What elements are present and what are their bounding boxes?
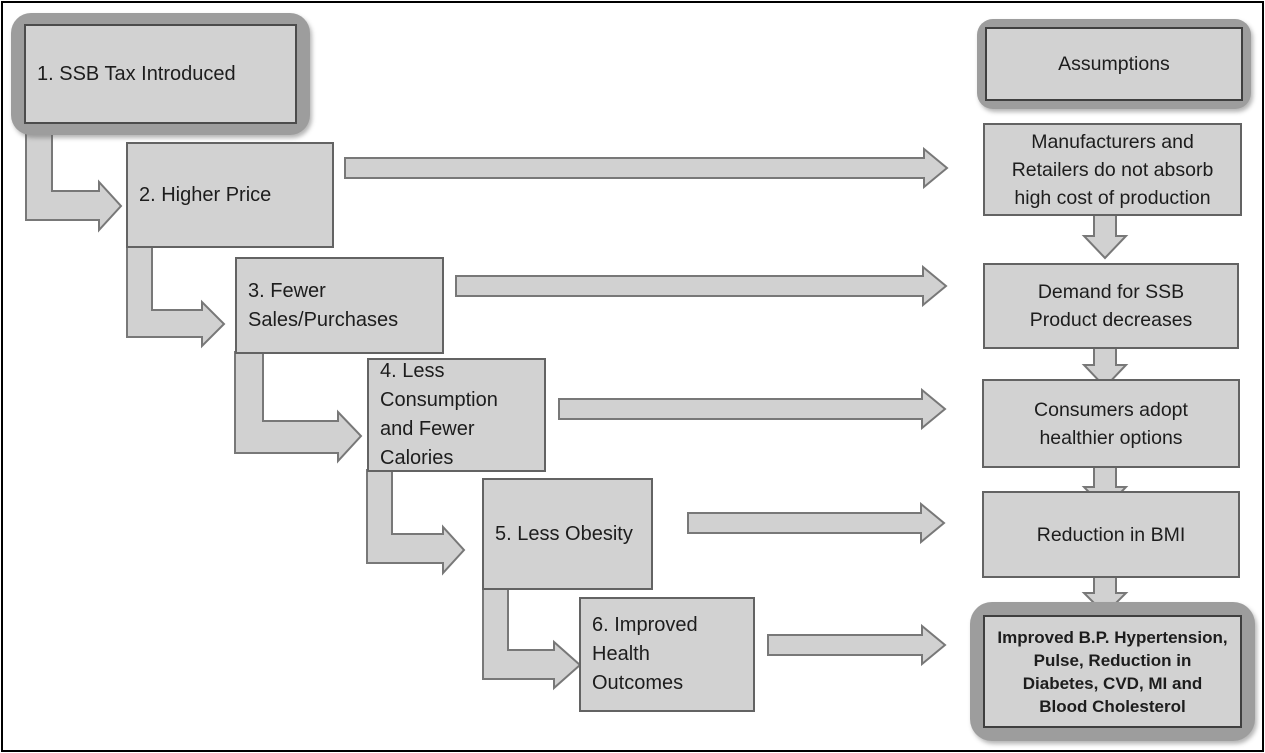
assumption1-label: Manufacturers and Retailers do not absor…	[1011, 130, 1214, 209]
step2-label: 2. Higher Price	[139, 183, 272, 206]
assumptions-header-box: Assumptions	[985, 27, 1243, 101]
assumption2-label: Demand for SSB Product decreases	[1029, 281, 1193, 331]
down-arrow-assumption2-to-3	[1081, 346, 1129, 389]
down-arrow-assumption1-to-2	[1081, 214, 1129, 260]
step3-label: 3. Fewer Sales/Purchases	[248, 279, 399, 331]
step4-label: 4. Less Consumption and Fewer Calories	[380, 360, 498, 469]
step5-box-less-obesity: 5. Less Obesity	[482, 478, 653, 590]
assumption2-box-demand-decreases: Demand for SSB Product decreases	[983, 263, 1239, 349]
elbow-arrow-step2-to-step3	[126, 246, 226, 349]
elbow-arrow-step1-to-step2	[25, 130, 123, 233]
step6-label: 6. Improved Health Outcomes	[592, 614, 698, 694]
arrow-step5-to-assumption4	[687, 501, 946, 545]
step4-box-less-consumption: 4. Less Consumption and Fewer Calories	[367, 358, 546, 472]
arrow-step2-to-assumption1	[344, 146, 949, 190]
assumption1-box-manufacturers: Manufacturers and Retailers do not absor…	[983, 123, 1242, 216]
assumption5-label: Improved B.P. Hypertension, Pulse, Reduc…	[997, 627, 1228, 716]
assumptions-header-label: Assumptions	[1058, 53, 1170, 75]
elbow-arrow-step3-to-step4	[234, 351, 363, 464]
step3-box-fewer-sales: 3. Fewer Sales/Purchases	[235, 257, 444, 354]
outcome-emphasis-halo: Improved B.P. Hypertension, Pulse, Reduc…	[970, 602, 1255, 741]
arrow-step4-to-assumption3	[558, 387, 947, 431]
elbow-arrow-step4-to-step5	[366, 469, 466, 576]
elbow-arrow-step5-to-step6	[482, 588, 582, 691]
assumptions-header-halo: Assumptions	[977, 19, 1251, 109]
assumption5-box-improved-bp-outcomes: Improved B.P. Hypertension, Pulse, Reduc…	[983, 615, 1242, 728]
arrow-step3-to-assumption2	[455, 264, 948, 308]
step1-box-ssb-tax-introduced: 1. SSB Tax Introduced	[24, 24, 297, 124]
assumption4-label: Reduction in BMI	[1036, 523, 1186, 546]
assumption3-label: Consumers adopt healthier options	[1034, 398, 1188, 449]
arrow-step6-to-assumption5	[767, 623, 947, 667]
assumption4-box-reduction-bmi: Reduction in BMI	[982, 491, 1240, 578]
step1-label: 1. SSB Tax Introduced	[37, 62, 236, 85]
assumption3-box-healthier-options: Consumers adopt healthier options	[982, 379, 1240, 468]
step6-box-improved-health: 6. Improved Health Outcomes	[579, 597, 755, 712]
step1-emphasis-halo: 1. SSB Tax Introduced	[11, 13, 310, 135]
step2-box-higher-price: 2. Higher Price	[126, 142, 334, 248]
step5-label: 5. Less Obesity	[495, 522, 633, 545]
